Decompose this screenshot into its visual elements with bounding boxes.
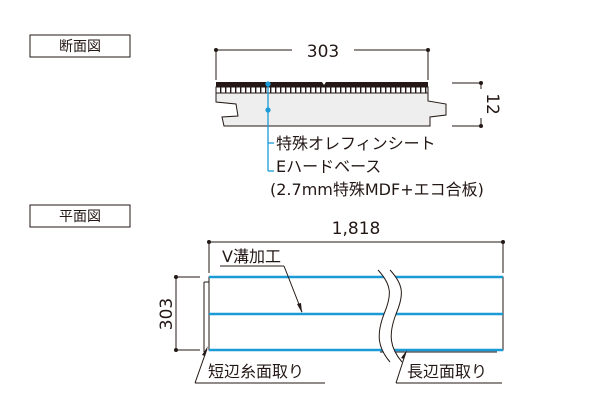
short-edge-callout: 短辺糸面取り (194, 346, 325, 384)
section-title-box: 断面図 (29, 34, 131, 58)
plan-width-value: 303 (157, 298, 177, 330)
groove-label: V溝加工 (222, 247, 281, 266)
long-edge-callout: 長辺面取り (395, 350, 502, 384)
section-title: 断面図 (59, 39, 101, 55)
section-thickness-value: 12 (482, 93, 502, 115)
groove-callout: V溝加工 (220, 247, 303, 313)
section-width-dimension: 303 (214, 42, 430, 80)
layer-base-detail: (2.7mm特殊MDF+エコ合板) (270, 180, 484, 199)
plan-length-dimension: 1,818 (207, 219, 505, 273)
section-thickness-dimension: 12 (452, 81, 502, 128)
layer-base-label: Eハードベース (276, 157, 381, 176)
break-mark (378, 270, 402, 362)
section-width-value: 303 (307, 42, 339, 62)
plan-title: 平面図 (59, 209, 101, 225)
short-edge-label: 短辺糸面取り (208, 362, 304, 381)
plan-length-value: 1,818 (332, 219, 381, 239)
layer-leaders: 特殊オレフィンシート Eハードベース (2.7mm特殊MDF+エコ合板) (265, 81, 484, 199)
plan-title-box: 平面図 (29, 204, 131, 228)
plan-width-dimension: 303 (157, 275, 200, 352)
section-board (215, 82, 447, 127)
layer-top-label: 特殊オレフィンシート (276, 134, 436, 153)
long-edge-label: 長辺面取り (407, 362, 487, 381)
plan-board (203, 269, 504, 363)
